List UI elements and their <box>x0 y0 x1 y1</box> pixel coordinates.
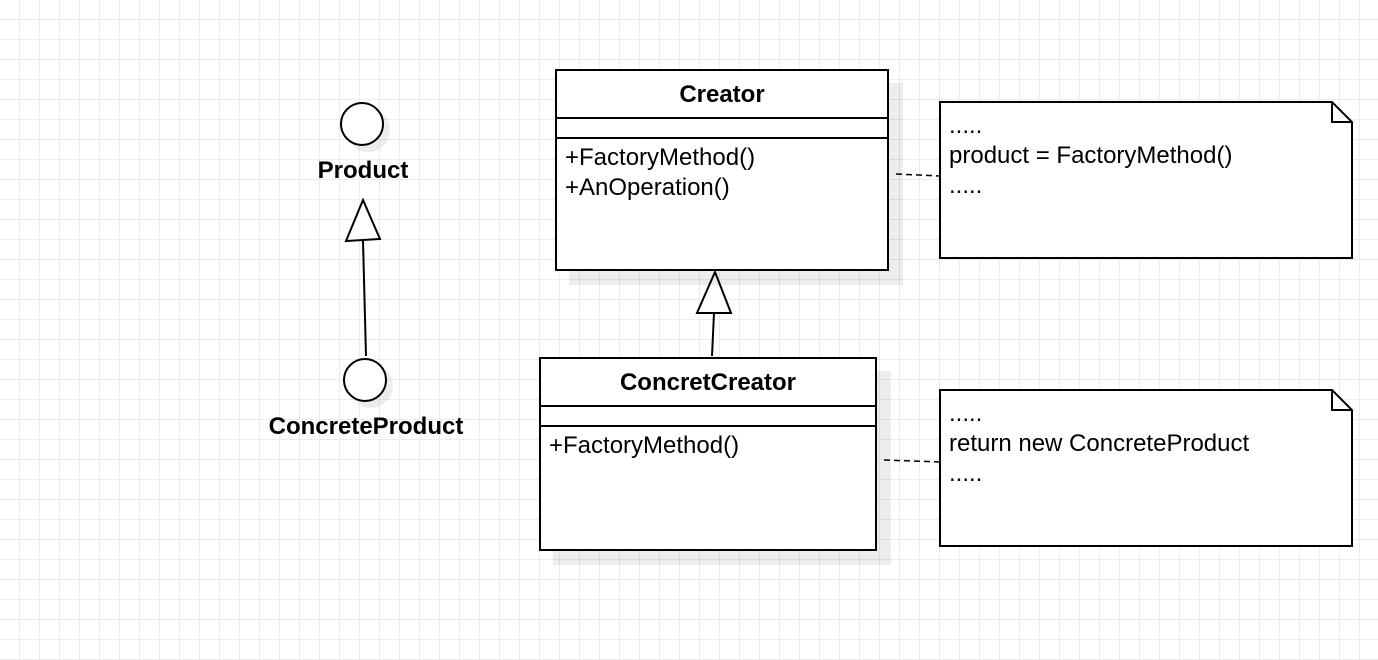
concrete-creator-note-text: ..... return new ConcreteProduct ..... <box>949 399 1249 489</box>
note-shape <box>939 101 1353 259</box>
concrete-product-interface-circle[interactable] <box>343 358 387 402</box>
creator-note[interactable]: ..... product = FactoryMethod() ..... <box>939 101 1353 259</box>
product-interface-label: Product <box>317 157 409 184</box>
creator-class-name: Creator <box>557 71 887 119</box>
note-line: ..... <box>949 400 983 427</box>
concrete-creator-attributes-section <box>541 407 875 427</box>
note-line: product = FactoryMethod() <box>949 142 1233 169</box>
note-line: ..... <box>949 460 983 487</box>
creator-note-link <box>895 173 941 177</box>
creator-methods-section: +FactoryMethod() +AnOperation() <box>557 139 887 203</box>
creator-method: +AnOperation() <box>565 174 730 201</box>
product-interface-circle[interactable] <box>340 102 384 146</box>
concrete-creator-methods-section: +FactoryMethod() <box>541 427 875 461</box>
creator-generalization-line <box>711 312 715 357</box>
concrete-creator-class-name: ConcretCreator <box>541 359 875 407</box>
note-line: ..... <box>949 112 983 139</box>
product-generalization-arrowhead <box>344 197 382 243</box>
product-generalization-line <box>362 240 367 357</box>
note-line: ..... <box>949 172 983 199</box>
creator-note-text: ..... product = FactoryMethod() ..... <box>949 111 1232 201</box>
creator-method: +FactoryMethod() <box>565 144 756 171</box>
creator-generalization-arrowhead <box>695 269 733 314</box>
concrete-product-interface-label: ConcreteProduct <box>268 413 464 440</box>
note-shape <box>939 389 1353 547</box>
concrete-creator-note[interactable]: ..... return new ConcreteProduct ..... <box>939 389 1353 547</box>
note-line: return new ConcreteProduct <box>949 430 1250 457</box>
concrete-creator-method: +FactoryMethod() <box>549 432 740 459</box>
concrete-creator-class[interactable]: ConcretCreator +FactoryMethod() <box>539 357 877 551</box>
creator-attributes-section <box>557 119 887 139</box>
concrete-creator-note-link <box>883 459 941 463</box>
creator-class[interactable]: Creator +FactoryMethod() +AnOperation() <box>555 69 889 271</box>
